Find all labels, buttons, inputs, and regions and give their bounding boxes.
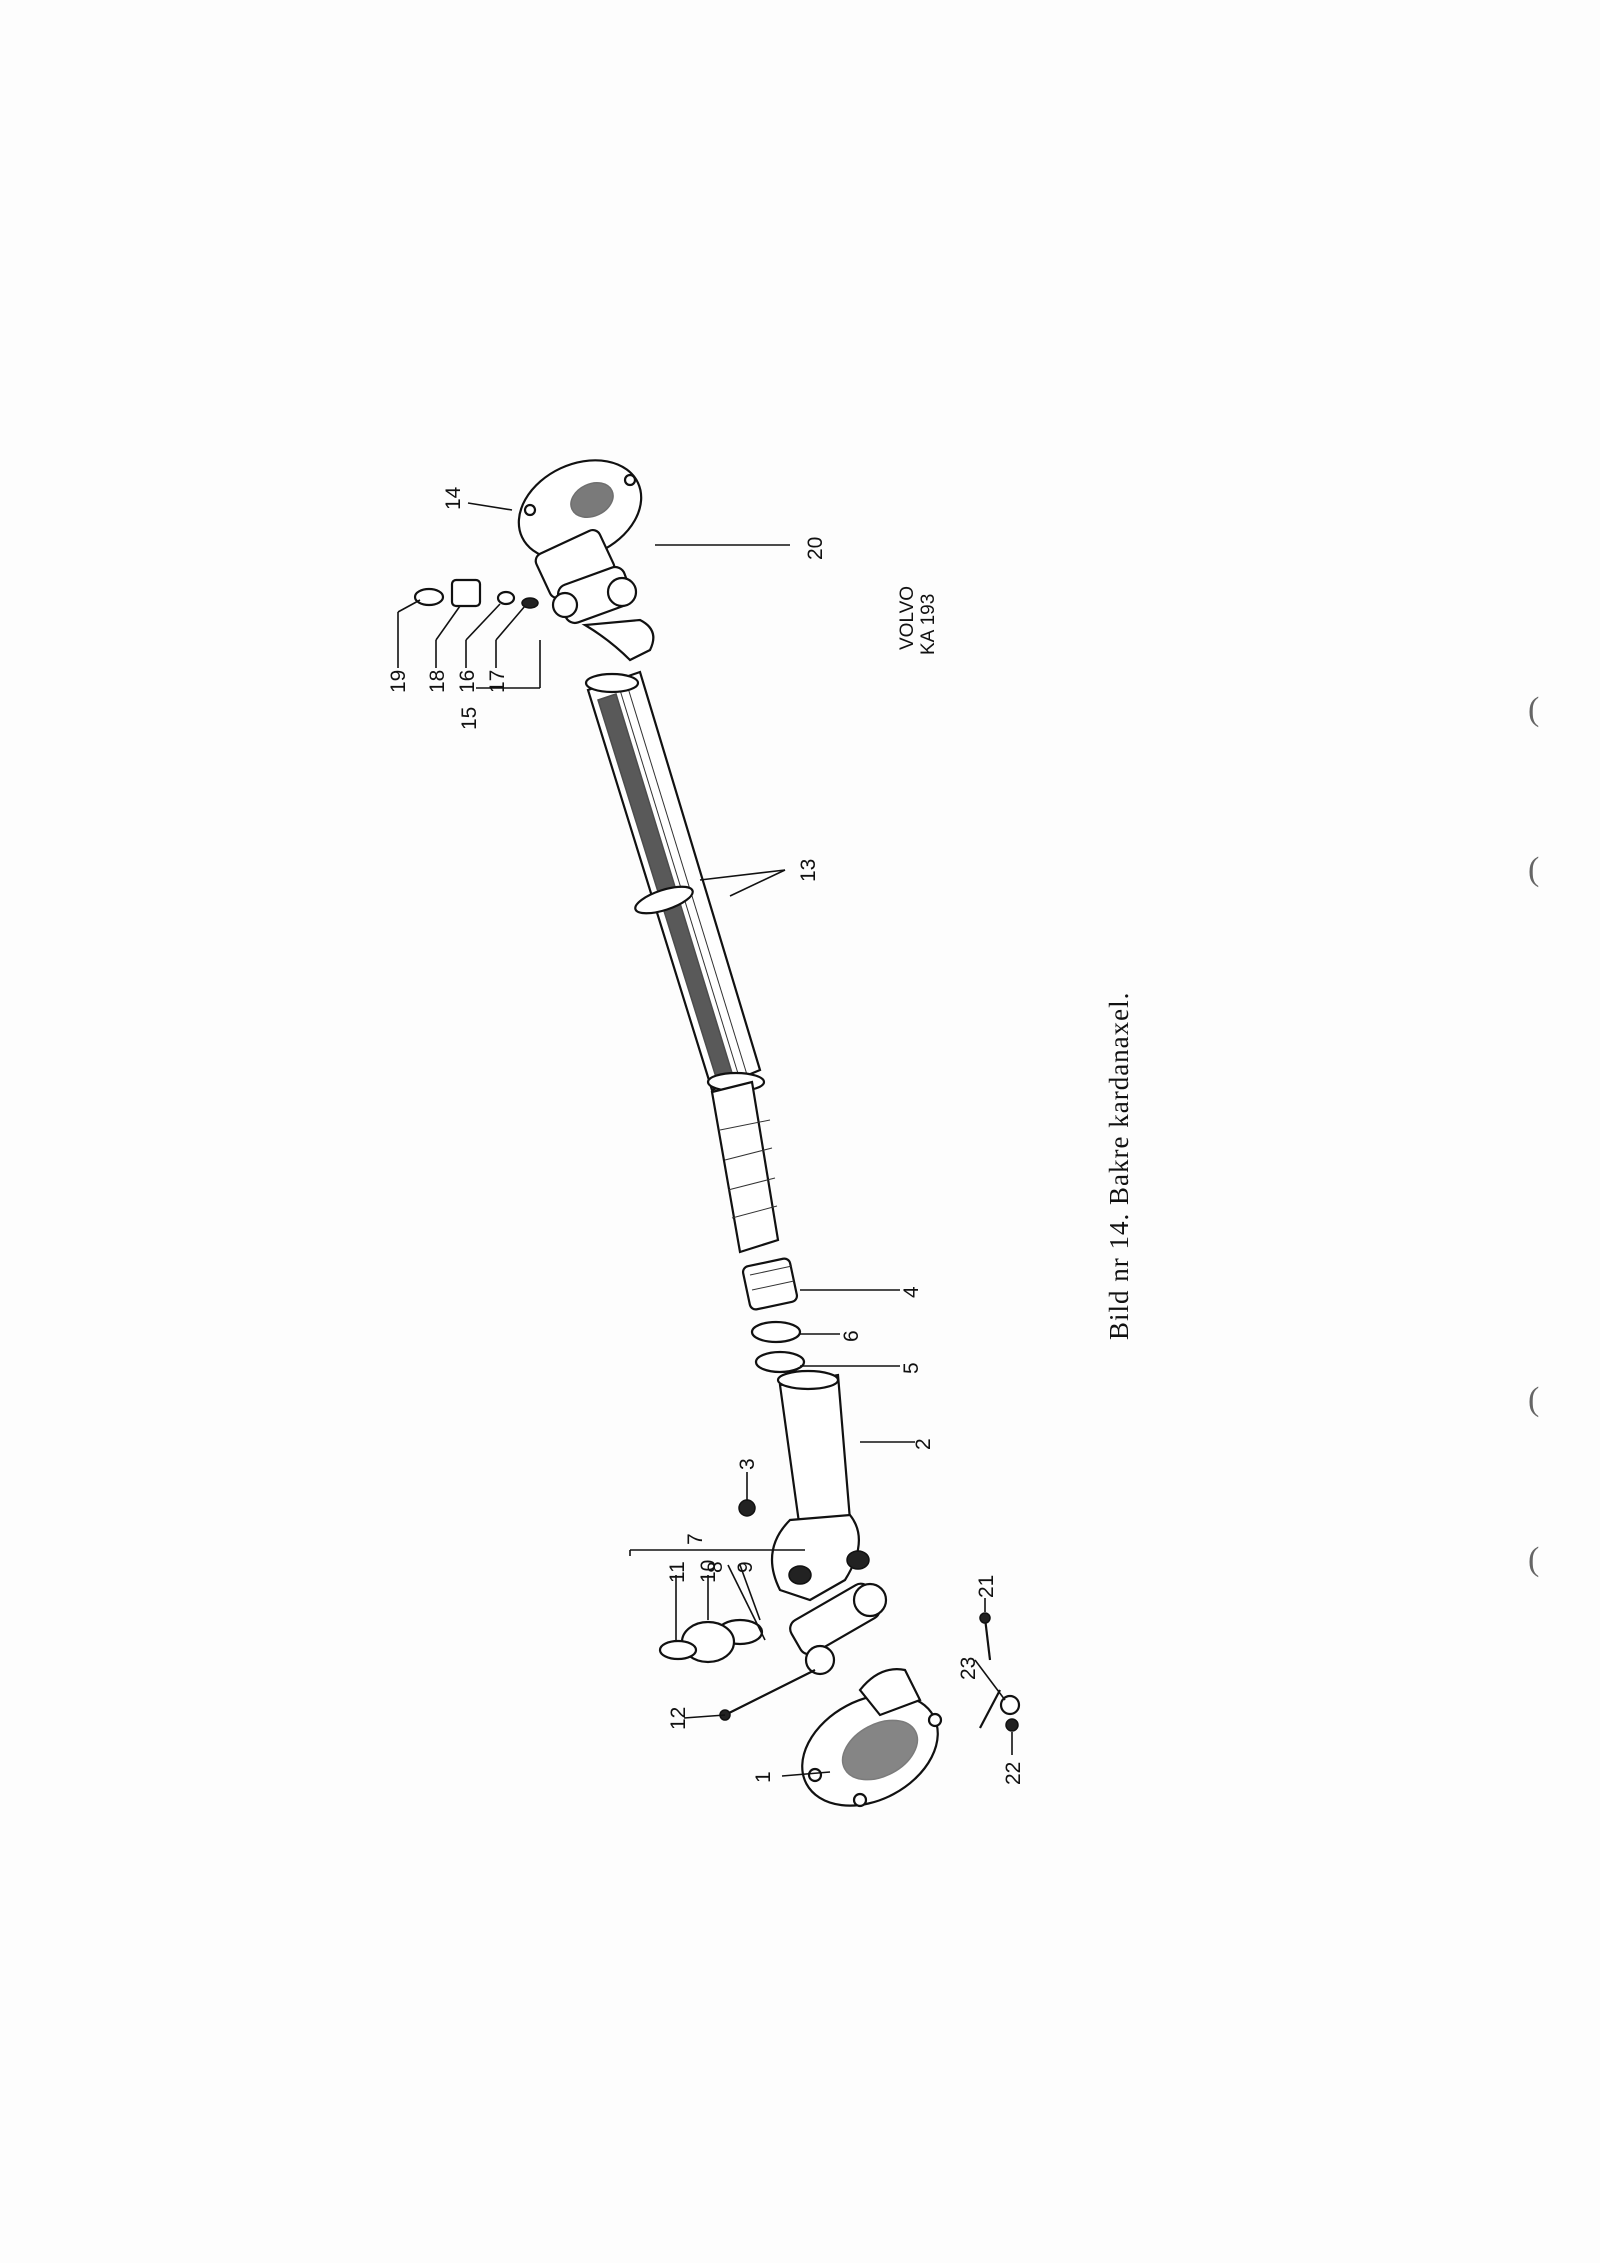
callout-1: 1 (752, 1771, 775, 1783)
volvo-stamp: VOLVO KA 193 (897, 586, 939, 655)
grease-nipple (738, 1490, 756, 1517)
callout-8: 8 (704, 1561, 727, 1573)
callout-4: 4 (900, 1286, 923, 1298)
callout-11: 11 (666, 1561, 689, 1583)
callout-5: 5 (900, 1362, 923, 1374)
callout-7: 7 (684, 1533, 707, 1545)
nut (741, 1257, 799, 1311)
callout-3: 3 (736, 1458, 759, 1470)
callout-16: 16 (456, 670, 479, 693)
callout-2: 2 (912, 1438, 935, 1450)
rear-flange (517, 459, 643, 600)
margin-marks: ( ( ( ( (1528, 691, 1539, 1578)
margin-mark-4: ( (1528, 1541, 1539, 1578)
callout-23: 23 (957, 1657, 980, 1680)
rear-bearing-parts (413, 578, 539, 609)
callout-numbers: 1 2 3 4 5 6 7 8 9 10 11 12 13 14 15 16 1… (387, 486, 1025, 1785)
flange-bolts (979, 1612, 1021, 1732)
callout-12: 12 (667, 1707, 690, 1730)
stamp-line-1: VOLVO (897, 586, 918, 650)
callout-18: 18 (426, 670, 449, 693)
ring (750, 1320, 802, 1344)
callout-21: 21 (975, 1575, 998, 1598)
callout-9: 9 (734, 1561, 757, 1573)
callout-22: 22 (1002, 1762, 1025, 1785)
front-flange (801, 1668, 943, 1808)
callout-10: 10 (697, 1560, 720, 1583)
callout-6: 6 (840, 1330, 863, 1342)
bolt (719, 1669, 816, 1721)
front-universal-joint (658, 1582, 888, 1676)
callout-14: 14 (442, 486, 465, 510)
leader-lines (397, 502, 1013, 1777)
margin-mark-3: ( (1528, 1381, 1539, 1418)
rear-universal-joint (551, 565, 655, 662)
slip-yoke (770, 1369, 870, 1602)
margin-mark-2: ( (1528, 851, 1539, 888)
callout-17: 17 (486, 670, 509, 693)
splined-stub (710, 1080, 780, 1254)
seal (754, 1350, 806, 1374)
margin-mark-1: ( (1528, 691, 1539, 728)
callout-13: 13 (797, 859, 820, 882)
callout-15: 15 (458, 707, 481, 730)
stamp-line-2: KA 193 (918, 594, 939, 655)
callout-19: 19 (387, 670, 410, 693)
callout-20: 20 (804, 537, 827, 560)
shaft-tube (584, 670, 766, 1093)
figure-caption: Bild nr 14. Bakre kardanaxel. (1104, 992, 1134, 1340)
